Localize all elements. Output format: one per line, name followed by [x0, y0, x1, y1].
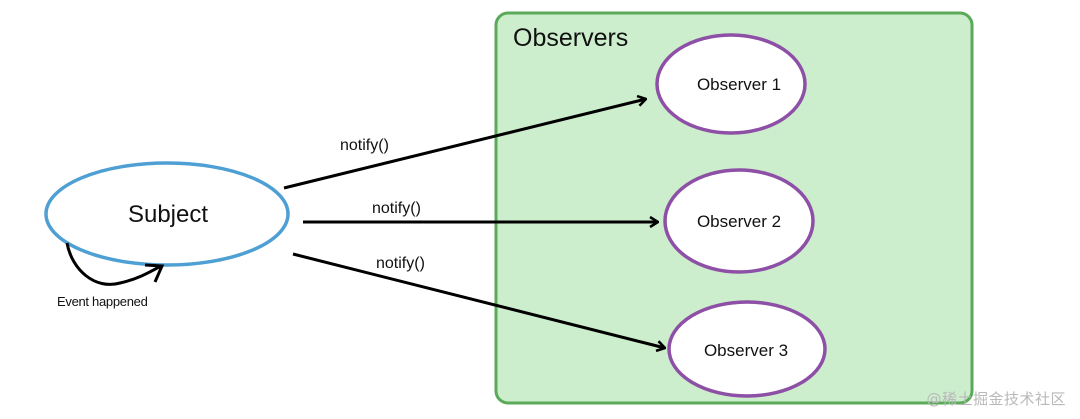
subject-node	[44, 161, 290, 267]
observer-1-node	[655, 33, 807, 135]
event-happened-label: Event happened	[57, 294, 148, 309]
event-loop-arrowhead	[144, 263, 165, 283]
edge-label-2: notify()	[372, 200, 421, 217]
observer-1-label: Observer 1	[697, 75, 781, 94]
observer-3-node	[667, 300, 827, 398]
notify-arrow-1	[283, 99, 646, 190]
notify-arrow-3	[292, 252, 665, 348]
observer-2-label: Observer 2	[697, 212, 781, 231]
edge-label-1: notify()	[340, 137, 389, 154]
watermark-text: @稀土掘金技术社区	[926, 390, 1066, 408]
subject-label: Subject	[128, 201, 208, 228]
observer-2-node	[663, 168, 815, 274]
event-loop-arrow	[65, 242, 162, 286]
observer-3-label: Observer 3	[704, 341, 788, 360]
edge-label-3: notify()	[376, 255, 425, 272]
observers-group-title: Observers	[513, 24, 628, 52]
